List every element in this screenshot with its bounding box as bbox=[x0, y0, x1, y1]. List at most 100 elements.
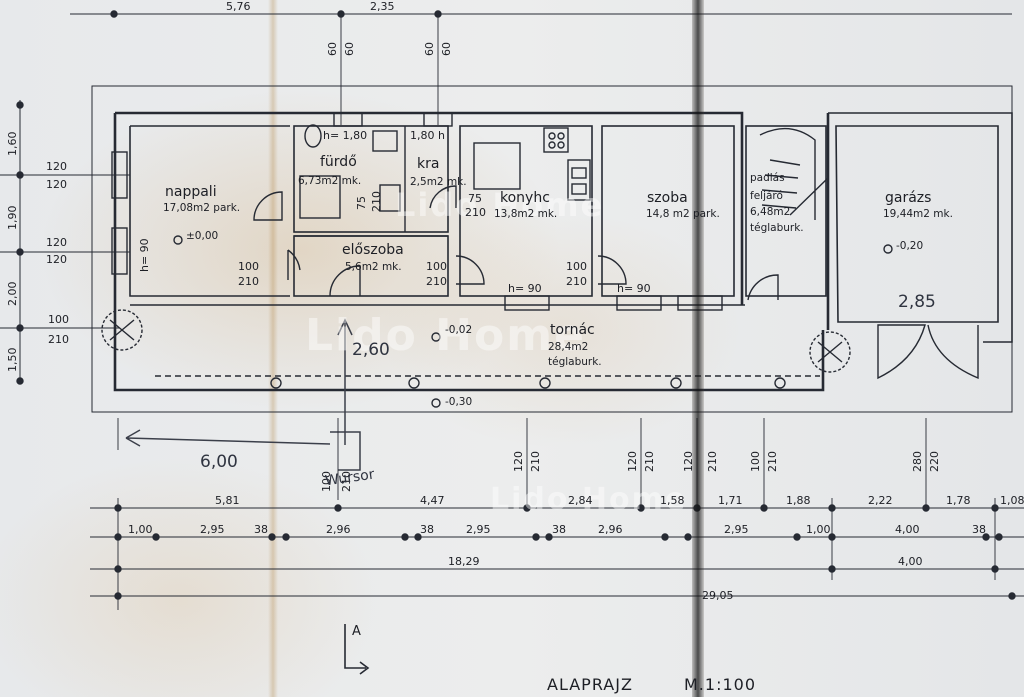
top-dim-b: 2,35 bbox=[370, 0, 395, 13]
left-dim-w1a: 120 bbox=[46, 160, 67, 173]
row3-garage: 4,00 bbox=[898, 555, 923, 568]
level-nappali: ±0,00 bbox=[186, 230, 219, 242]
row2-dim: 38 bbox=[552, 523, 566, 536]
row2-dim: 2,95 bbox=[200, 523, 225, 536]
room-padlas-line2: feljáró bbox=[750, 190, 783, 202]
room-kra-name: kra bbox=[417, 156, 440, 172]
row2-dim: 2,96 bbox=[326, 523, 351, 536]
drawing-title: ALAPRAJZ bbox=[547, 675, 633, 694]
row4-total: 29,05 bbox=[702, 589, 734, 602]
paper-stain-fold bbox=[268, 0, 278, 697]
row1-dim: 1,88 bbox=[786, 494, 811, 507]
opening-kra-window: 1,80 h bbox=[410, 129, 445, 142]
row2-dim: 38 bbox=[420, 523, 434, 536]
eloszoba-door bbox=[329, 265, 361, 297]
bottom-vdim-e1: 100 bbox=[749, 451, 762, 472]
main-house-wall bbox=[115, 111, 744, 305]
opening-szoba-door-h: 210 bbox=[566, 275, 587, 288]
section-mark-label: A bbox=[352, 624, 361, 639]
bottom-vdim-f1: 280 bbox=[911, 451, 924, 472]
room-eloszoba-area: 5,6m2 mk. bbox=[345, 261, 402, 273]
left-dim-h1: 1,60 bbox=[6, 131, 19, 157]
room-tornac-name: tornác bbox=[550, 322, 595, 338]
watermark: Lido Home bbox=[305, 310, 586, 361]
room-konyha-area: 13,8m2 mk. bbox=[494, 208, 558, 220]
row2-dim: 1,00 bbox=[128, 523, 153, 536]
row2-dim: 2,95 bbox=[724, 523, 749, 536]
row1-dim: 1,71 bbox=[718, 494, 743, 507]
bottom-vdim-d2: 210 bbox=[706, 451, 719, 472]
level-garazs: -0,20 bbox=[896, 240, 924, 252]
left-dim-h3: 2,00 bbox=[6, 281, 19, 307]
bottom-vdim-d1: 120 bbox=[682, 451, 695, 472]
section-arrow bbox=[344, 624, 370, 675]
nappali-door bbox=[253, 191, 283, 221]
opening-szoba-door-w: 100 bbox=[566, 260, 587, 273]
room-nappali-name: nappali bbox=[165, 184, 217, 200]
opening-furdo-door-w: 75 bbox=[355, 196, 368, 210]
row1-dim: 4,47 bbox=[420, 494, 445, 507]
room-szoba-name: szoba bbox=[647, 190, 688, 206]
top-dim-d1: 60 bbox=[423, 42, 436, 56]
left-dim-h4: 1,50 bbox=[6, 347, 19, 373]
left-dim-w2a: 120 bbox=[46, 236, 67, 249]
row3-total: 18,29 bbox=[448, 555, 480, 568]
row1-dim: 1,08 bbox=[1000, 494, 1024, 507]
top-dim-c2: 60 bbox=[343, 42, 356, 56]
room-eloszoba-name: előszoba bbox=[342, 242, 404, 258]
room-tornac-area: 28,4m2 bbox=[548, 341, 589, 353]
bottom-vdim-c2: 210 bbox=[643, 451, 656, 472]
row1-dim: 1,58 bbox=[660, 494, 685, 507]
watermark-lower: Lido Home bbox=[490, 482, 688, 517]
level-outside: -0,30 bbox=[445, 396, 473, 408]
opening-furdo-door-h: 210 bbox=[370, 191, 383, 212]
opening-konyha-door-w: 75 bbox=[468, 192, 482, 205]
bottom-vdim-c1: 120 bbox=[626, 451, 639, 472]
row2-dim: 38 bbox=[972, 523, 986, 536]
room-padlas-area: 6,48m2 bbox=[750, 206, 791, 218]
eloszoba-walls bbox=[293, 235, 449, 297]
row2-dim: 1,00 bbox=[806, 523, 831, 536]
opening-porch-door-h: 210 bbox=[48, 333, 69, 346]
row1-dim: 5,81 bbox=[215, 494, 240, 507]
opening-eloszoba-door-w: 100 bbox=[426, 260, 447, 273]
row2-dim: 2,95 bbox=[466, 523, 491, 536]
room-garazs-name: garázs bbox=[885, 190, 932, 206]
garazs-walls bbox=[828, 112, 1013, 343]
handwritten-length: 6,00 bbox=[200, 452, 238, 472]
room-tornac-floor: téglaburk. bbox=[548, 356, 602, 368]
watermark-upper: Lido Home bbox=[395, 186, 605, 224]
left-dim-w1b: 120 bbox=[46, 178, 67, 191]
opening-furdo-window: h= 1,80 bbox=[323, 129, 368, 142]
opening-eloszoba-door-h: 210 bbox=[426, 275, 447, 288]
opening-nappali-door-h: 210 bbox=[238, 275, 259, 288]
row2-dim: 38 bbox=[254, 523, 268, 536]
room-padlas-name: padlás bbox=[750, 172, 785, 184]
bottom-vdim-f2: 220 bbox=[928, 451, 941, 472]
room-szoba-area: 14,8 m2 park. bbox=[646, 208, 720, 220]
row1-dim: 1,78 bbox=[946, 494, 971, 507]
furdo-walls bbox=[293, 125, 449, 233]
drawing-scale: M.1:100 bbox=[684, 675, 756, 694]
bottom-vdim-b1: 120 bbox=[512, 451, 525, 472]
handwritten-arrow bbox=[337, 318, 353, 445]
room-nappali-area: 17,08m2 park. bbox=[163, 202, 241, 214]
row2-dim: 4,00 bbox=[895, 523, 920, 536]
porch-circle-right bbox=[809, 331, 851, 373]
handwritten-porch-width: 2,60 bbox=[352, 340, 390, 360]
handwritten-garage-width: 2,85 bbox=[898, 292, 936, 312]
level-tornac: -0,02 bbox=[445, 324, 473, 336]
room-konyha-name: konyhc bbox=[500, 190, 550, 206]
top-dim-d2: 60 bbox=[440, 42, 453, 56]
szoba-walls bbox=[601, 125, 735, 297]
padlas-walls bbox=[745, 125, 827, 297]
garage-door-left bbox=[877, 324, 926, 380]
room-furdo-name: fürdő bbox=[320, 154, 357, 170]
row2-dim: 2,96 bbox=[598, 523, 623, 536]
opening-nappali-door-w: 100 bbox=[238, 260, 259, 273]
bottom-vdim-b2: 210 bbox=[529, 451, 542, 472]
room-padlas-floor: téglaburk. bbox=[750, 222, 804, 234]
left-dim-w2b: 120 bbox=[46, 253, 67, 266]
